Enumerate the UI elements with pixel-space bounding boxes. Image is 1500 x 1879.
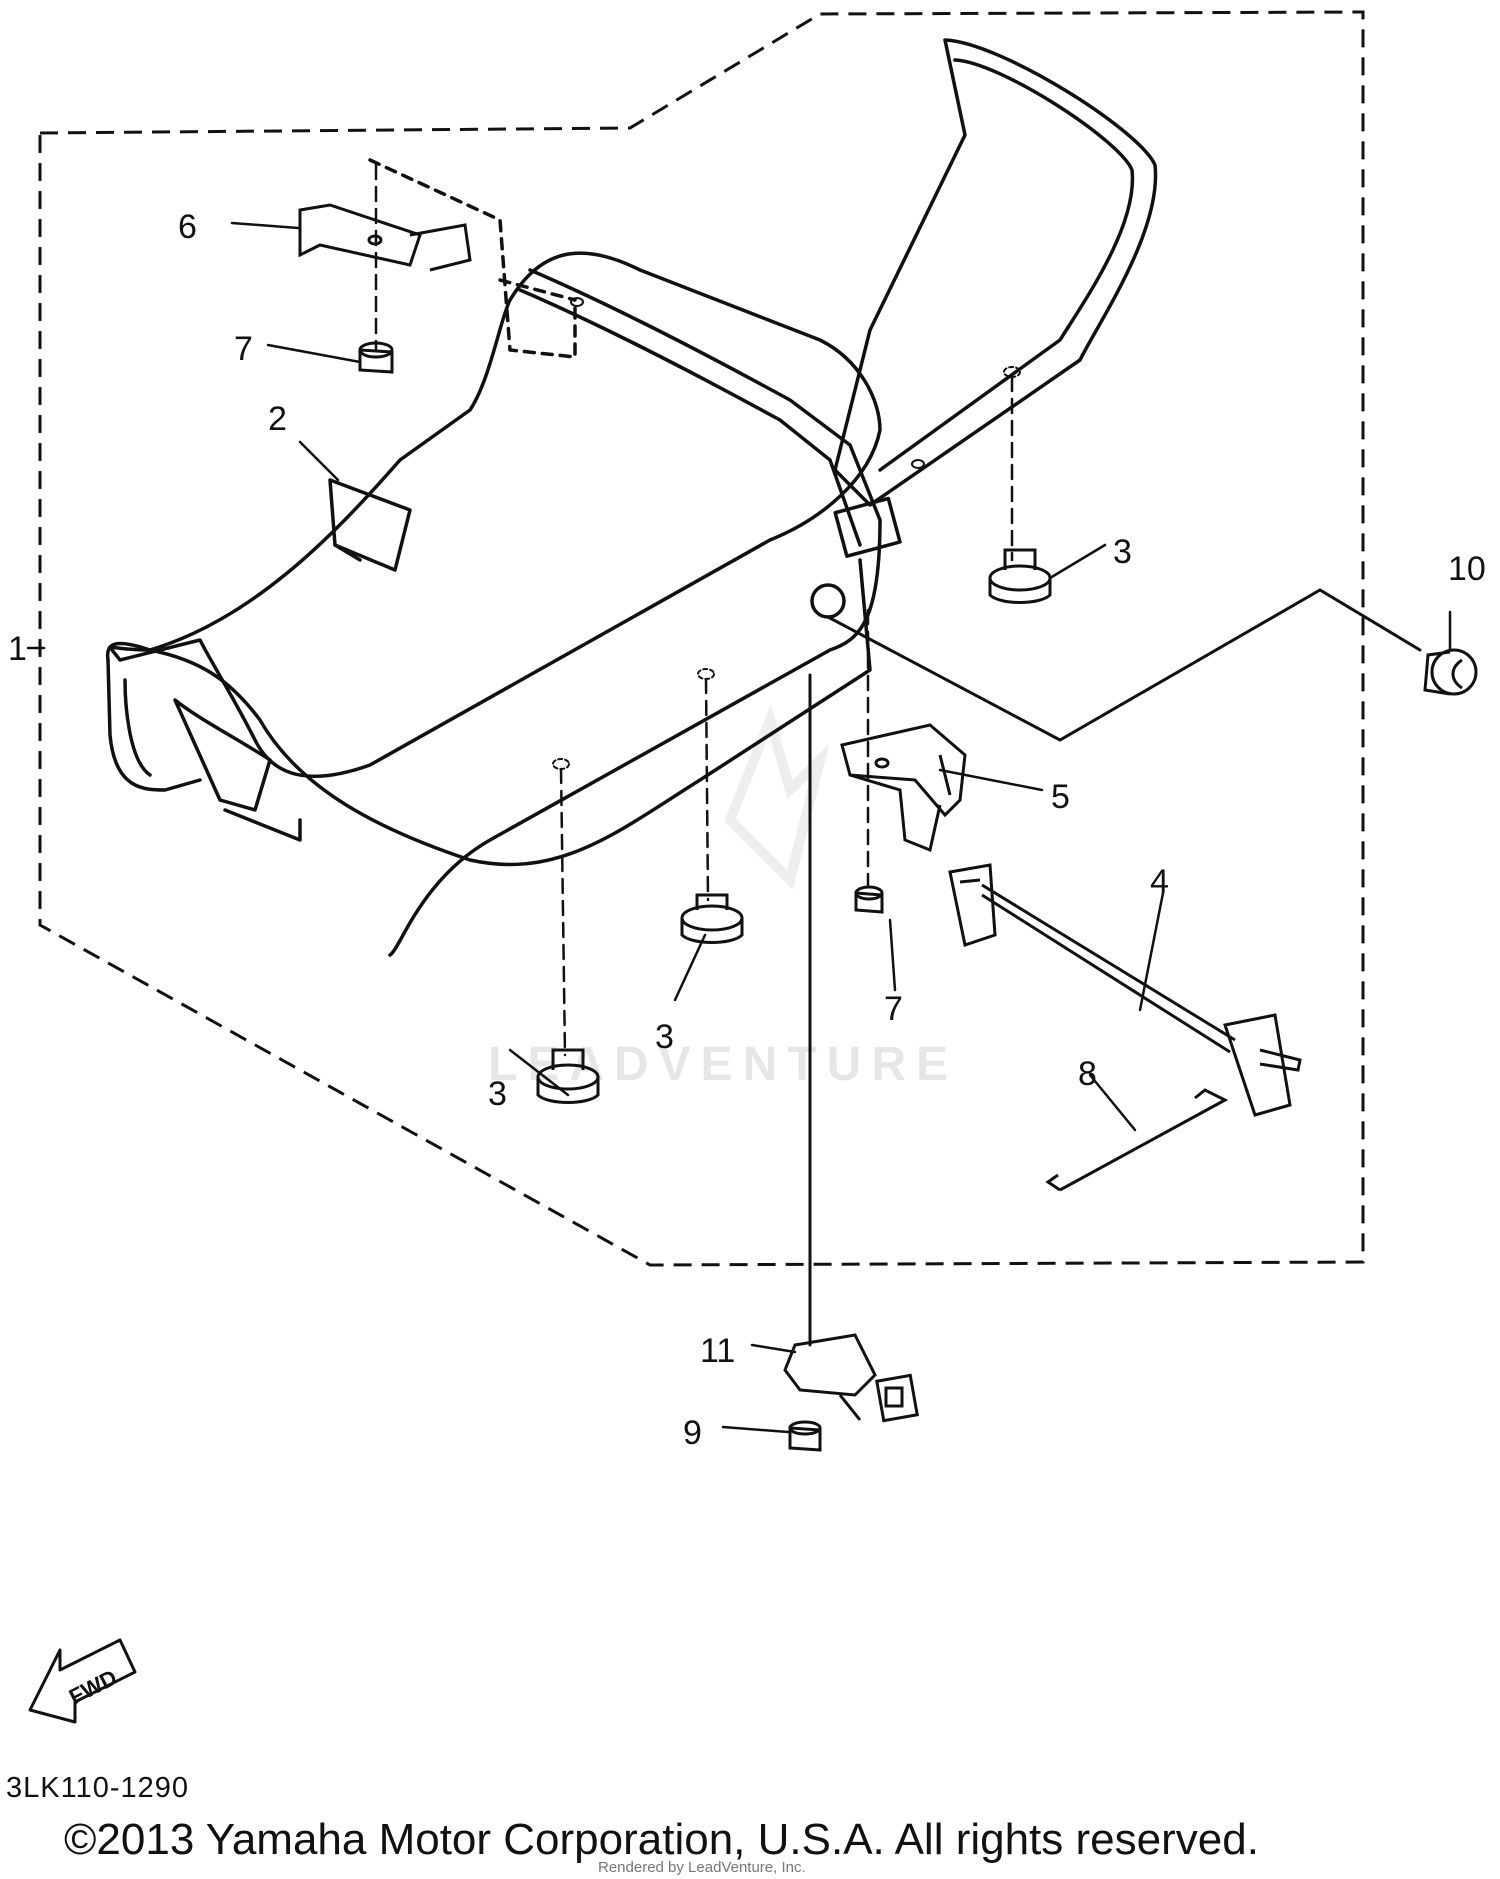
label-part-6: 6 — [178, 208, 197, 246]
watermark-logo — [724, 704, 830, 890]
flange-nut-lock — [788, 1420, 822, 1452]
label-part-3-left: 3 — [488, 1075, 507, 1113]
seat-damper-mid — [680, 893, 744, 944]
label-part-7-right: 7 — [884, 990, 903, 1028]
rendered-by-note: Rendered by LeadVenture, Inc. — [598, 1859, 806, 1876]
label-part-7-top: 7 — [234, 330, 253, 368]
seat-damper-left — [536, 1048, 600, 1104]
copyright-notice: ©2013 Yamaha Motor Corporation, U.S.A. A… — [64, 1815, 1259, 1864]
seat-damper-right — [988, 548, 1052, 604]
seat-assembly — [105, 38, 1158, 957]
label-part-5: 5 — [1051, 778, 1070, 816]
diagram-code: 3LK110-1290 — [6, 1772, 190, 1804]
leader-lines — [26, 163, 1452, 1434]
label-part-2: 2 — [268, 400, 287, 438]
label-part-9: 9 — [683, 1414, 702, 1452]
seat-bracket-front — [298, 203, 472, 272]
seat-lock-rod — [948, 863, 1302, 1117]
label-part-8: 8 — [1078, 1055, 1097, 1093]
seat-cap — [1423, 648, 1478, 696]
label-part-4: 4 — [1150, 863, 1169, 901]
flange-nut-right — [854, 885, 884, 914]
return-spring — [1045, 1088, 1229, 1192]
seat-bracket-rear — [840, 723, 967, 853]
seat-lock — [783, 1333, 919, 1423]
forward-arrow-icon: FWD — [28, 1638, 137, 1724]
assembly-boundary — [38, 10, 1365, 1267]
label-part-3-right: 3 — [1113, 533, 1132, 571]
label-part-11: 11 — [700, 1332, 735, 1370]
label-part-10: 10 — [1448, 550, 1486, 588]
label-part-3-mid: 3 — [655, 1018, 674, 1056]
label-part-1: 1 — [8, 630, 27, 668]
